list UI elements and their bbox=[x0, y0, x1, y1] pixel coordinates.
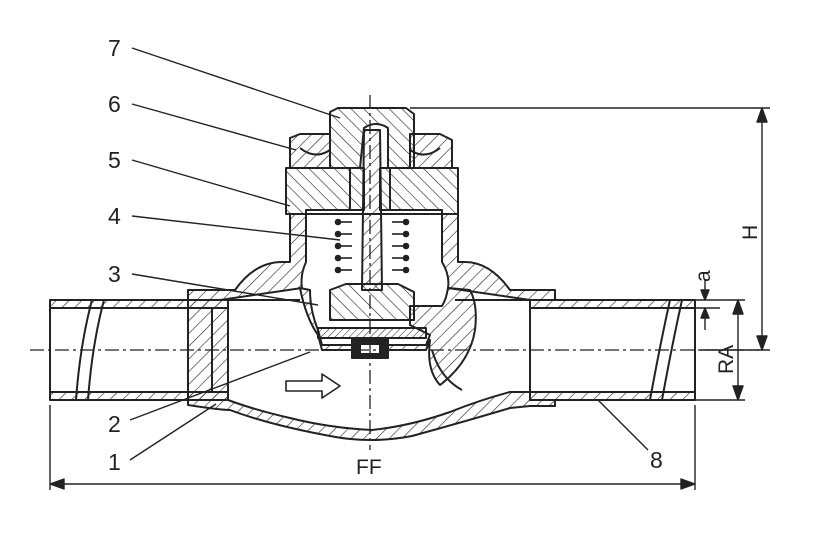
centerlines bbox=[30, 95, 760, 450]
dimension-ra-label: RA bbox=[715, 345, 738, 374]
dimension-lines bbox=[49, 107, 770, 490]
disc bbox=[329, 283, 415, 321]
part-label-4: 4 bbox=[108, 203, 121, 229]
part-label-8: 8 bbox=[650, 447, 663, 473]
part-label-2: 2 bbox=[108, 411, 121, 437]
seal bbox=[317, 327, 427, 359]
cap-nut bbox=[289, 133, 453, 169]
top-cap bbox=[329, 107, 415, 169]
flow-arrow-icon bbox=[285, 373, 341, 399]
part-label-6: 6 bbox=[108, 91, 121, 117]
part-label-1: 1 bbox=[108, 449, 121, 475]
dimension-h-label: H bbox=[739, 225, 762, 240]
part-label-3: 3 bbox=[108, 261, 121, 287]
part-label-5: 5 bbox=[108, 147, 121, 173]
dimension-ff-label: FF bbox=[356, 456, 382, 479]
part-label-7: 7 bbox=[108, 35, 121, 61]
spring bbox=[334, 218, 410, 274]
right-pipe bbox=[529, 299, 696, 401]
leader-lines bbox=[129, 47, 649, 461]
dimension-a-label: a bbox=[692, 270, 715, 282]
